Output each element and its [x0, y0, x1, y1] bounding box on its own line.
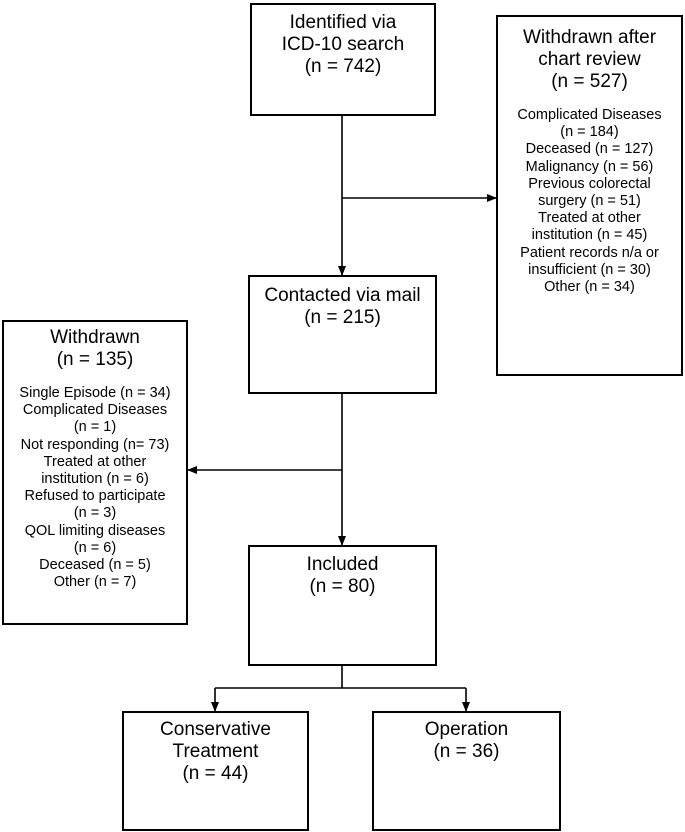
conservative-line: Conservative [160, 719, 271, 740]
withdrawn-reason: QOL limiting diseases [24, 522, 166, 539]
conservative-treatment-box: Conservative Treatment (n = 44) [122, 711, 309, 831]
withdrawn-review-reason: Previous colorectal [528, 175, 651, 192]
withdrawn-reason: Refused to participate [24, 488, 166, 505]
withdrawn-reason: (n = 3) [73, 505, 117, 522]
conservative-count: (n = 44) [182, 763, 249, 784]
withdrawn-box: Withdrawn (n = 135) Single Episode (n = … [2, 320, 188, 625]
withdrawn-review-title: Withdrawn after [522, 27, 657, 48]
contacted-count: (n = 215) [304, 307, 381, 328]
withdrawn-review-reason: Deceased (n = 127) [525, 141, 654, 158]
withdrawn-review-reason: Complicated Diseases [517, 107, 662, 123]
withdrawn-review-reason: surgery (n = 51) [538, 193, 641, 210]
identified-line: ICD-10 search [281, 34, 405, 55]
withdrawn-review-count: (n = 527) [551, 71, 628, 92]
withdrawn-review-reason: (n = 184) [560, 124, 619, 141]
withdrawn-review-reason: Malignancy (n = 56) [525, 158, 654, 175]
withdrawn-reason: Deceased (n = 5) [39, 557, 151, 574]
withdrawn-reason: (n = 1) [73, 419, 117, 436]
withdrawn-review-reason: institution (n = 45) [531, 227, 648, 244]
withdrawn-review-reason: Patient records n/a or [520, 244, 659, 261]
included-line: Included [306, 554, 379, 575]
withdrawn-reason: Not responding (n= 73) [20, 436, 170, 453]
withdrawn-title: Withdrawn [50, 327, 140, 348]
identified-box: Identified via ICD-10 search (n = 742) [250, 3, 436, 116]
operation-box: Operation (n = 36) [372, 711, 561, 831]
withdrawn-count: (n = 135) [56, 349, 134, 370]
withdrawn-reason: institution (n = 6) [41, 471, 149, 488]
withdrawn-reason: Treated at other [43, 453, 147, 470]
conservative-line: Treatment [172, 741, 259, 762]
withdrawn-reason: Complicated Diseases [22, 402, 168, 419]
identified-count: (n = 742) [304, 56, 382, 77]
included-count: (n = 80) [309, 576, 376, 597]
withdrawn-reason: (n = 6) [73, 539, 117, 556]
operation-count: (n = 36) [433, 741, 500, 762]
withdrawn-reason: Single Episode (n = 34) [19, 385, 171, 401]
operation-line: Operation [424, 719, 509, 740]
withdrawn-review-reason: Treated at other [538, 210, 641, 227]
withdrawn-after-review-box: Withdrawn after chart review (n = 527) C… [496, 15, 683, 376]
contacted-box: Contacted via mail (n = 215) [248, 275, 437, 394]
identified-line: Identified via [289, 12, 397, 33]
withdrawn-review-reason: insufficient (n = 30) [528, 261, 651, 278]
contacted-line: Contacted via mail [264, 285, 421, 306]
withdrawn-reason: Other (n = 7) [53, 574, 137, 591]
included-box: Included (n = 80) [248, 545, 437, 666]
withdrawn-review-title: chart review [538, 49, 641, 70]
withdrawn-review-reason: Other (n = 34) [544, 279, 635, 296]
